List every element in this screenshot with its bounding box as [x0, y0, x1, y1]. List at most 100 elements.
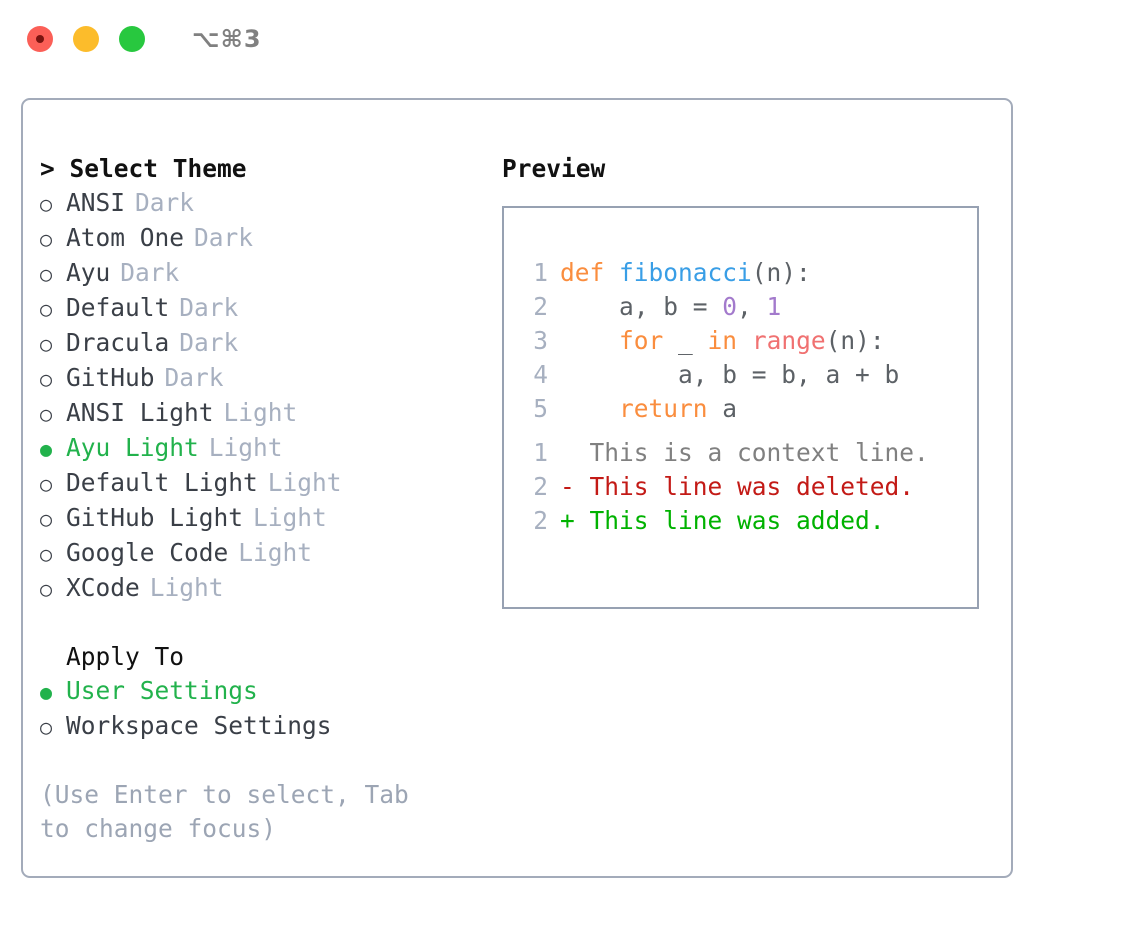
- radio-unselected-icon: ○: [40, 367, 53, 391]
- radio-unselected-icon: ○: [40, 507, 53, 531]
- code-token: def: [560, 258, 620, 287]
- theme-option-github[interactable]: ○ GitHub Dark: [40, 361, 480, 396]
- theme-option-variant: Dark: [164, 363, 224, 392]
- radio-unselected-icon: ○: [40, 542, 53, 566]
- diff-line-number: 1: [533, 438, 548, 467]
- code-token: range: [751, 326, 826, 355]
- diff-line-text: This is a context line.: [560, 438, 929, 467]
- theme-option-variant: Light: [253, 503, 327, 532]
- code-line: 4 a, b = b, a + b: [520, 358, 899, 392]
- theme-option-variant: Light: [238, 538, 313, 567]
- code-token: (n):: [825, 326, 885, 355]
- code-line: 2 a, b = 0, 1: [520, 290, 899, 324]
- apply-to-option-user-settings[interactable]: ● User Settings: [40, 674, 480, 709]
- code-token: [560, 326, 619, 355]
- radio-selected-icon: ●: [40, 680, 53, 704]
- theme-option-atom-one[interactable]: ○ Atom One Dark: [40, 221, 480, 256]
- theme-option-label: Default Light: [66, 468, 258, 497]
- theme-option-github-light[interactable]: ○ GitHub Light Light: [40, 501, 480, 536]
- theme-option-label: Ayu Light: [66, 433, 199, 462]
- theme-option-variant: Dark: [120, 258, 180, 287]
- code-token: ,: [737, 292, 767, 321]
- code-token: return: [619, 394, 708, 423]
- traffic-light-group: [27, 26, 145, 52]
- apply-to-option-workspace-settings[interactable]: ○Workspace Settings: [40, 709, 480, 744]
- theme-option-google-code[interactable]: ○ Google Code Light: [40, 536, 480, 571]
- close-window-button[interactable]: [27, 26, 53, 52]
- theme-option-default-light[interactable]: ○ Default Light Light: [40, 466, 480, 501]
- code-token: (n):: [751, 258, 811, 287]
- title-bar: ⌥⌘3: [0, 0, 1140, 78]
- apply-to-section: Apply To ● User Settings ○Workspace Settin…: [40, 640, 480, 744]
- code-line: 3 for _ in range(n):: [520, 324, 899, 358]
- apply-to-option-label: User Settings: [66, 676, 258, 705]
- diff-line: 1 This is a context line.: [520, 436, 929, 470]
- theme-option-variant: Light: [223, 398, 298, 427]
- keyboard-hint-text: (Use Enter to select, Tab to change focu…: [40, 780, 424, 843]
- theme-option-variant: Dark: [135, 188, 195, 217]
- code-token: 0: [722, 292, 738, 321]
- theme-option-xcode[interactable]: ○ XCode Light: [40, 571, 480, 606]
- theme-option-label: GitHub: [66, 363, 155, 392]
- code-token: a, b = b, a + b: [560, 360, 900, 389]
- zoom-window-button[interactable]: [119, 26, 145, 52]
- code-line-text: a, b = 0, 1: [560, 290, 781, 324]
- theme-option-label: GitHub Light: [66, 503, 244, 532]
- diff-line-text: - This line was deleted.: [560, 472, 915, 501]
- code-line-number: 5: [533, 394, 548, 423]
- diff-line-number: 2: [533, 506, 548, 535]
- preview-heading: Preview: [502, 154, 606, 183]
- radio-unselected-icon: ○: [40, 297, 53, 321]
- code-line-text: a, b = b, a + b: [560, 358, 899, 392]
- theme-option-default[interactable]: ○ Default Dark: [40, 291, 480, 326]
- theme-option-variant: Dark: [179, 293, 239, 322]
- theme-option-ansi-light[interactable]: ○ ANSI Light Light: [40, 396, 480, 431]
- theme-option-variant: Dark: [179, 328, 239, 357]
- diff-line: 2 - This line was deleted.: [520, 470, 929, 504]
- theme-option-ayu-light[interactable]: ● Ayu Light Light: [40, 431, 480, 466]
- radio-unselected-icon: ○: [40, 192, 53, 216]
- code-token: [560, 394, 619, 423]
- code-token: fibonacci: [619, 258, 752, 287]
- theme-option-variant: Light: [208, 433, 283, 462]
- radio-unselected-icon: ○: [40, 227, 53, 251]
- diff-line-number: 2: [533, 472, 548, 501]
- theme-option-label: ANSI Light: [66, 398, 214, 427]
- theme-option-label: Ayu: [66, 258, 111, 287]
- radio-unselected-icon: ○: [40, 715, 53, 739]
- theme-option-variant: Dark: [194, 223, 254, 252]
- apply-to-heading: Apply To: [66, 642, 185, 671]
- apply-to-list: ● User Settings ○Workspace Settings: [40, 674, 480, 744]
- theme-option-label: XCode: [66, 573, 140, 602]
- theme-option-label: Dracula: [66, 328, 170, 357]
- radio-unselected-icon: ○: [40, 577, 53, 601]
- diff-sample: 1 This is a context line.2- This line wa…: [520, 436, 929, 538]
- code-token: for: [619, 326, 664, 355]
- code-line-number: 4: [533, 360, 548, 389]
- theme-option-ayu[interactable]: ○ Ayu Dark: [40, 256, 480, 291]
- radio-unselected-icon: ○: [40, 262, 53, 286]
- radio-unselected-icon: ○: [40, 472, 53, 496]
- theme-option-variant: Light: [267, 468, 342, 497]
- theme-option-label: Atom One: [66, 223, 185, 252]
- minimize-window-button[interactable]: [73, 26, 99, 52]
- code-token: in: [707, 326, 738, 355]
- code-line-text: def fibonacci(n):: [560, 256, 811, 290]
- radio-selected-icon: ●: [40, 437, 53, 461]
- theme-option-variant: Light: [149, 573, 224, 602]
- theme-option-label: Google Code: [66, 538, 229, 567]
- theme-option-label: Default: [66, 293, 170, 322]
- code-line-number: 2: [533, 292, 548, 321]
- code-line-number: 3: [533, 326, 548, 355]
- radio-unselected-icon: ○: [40, 402, 53, 426]
